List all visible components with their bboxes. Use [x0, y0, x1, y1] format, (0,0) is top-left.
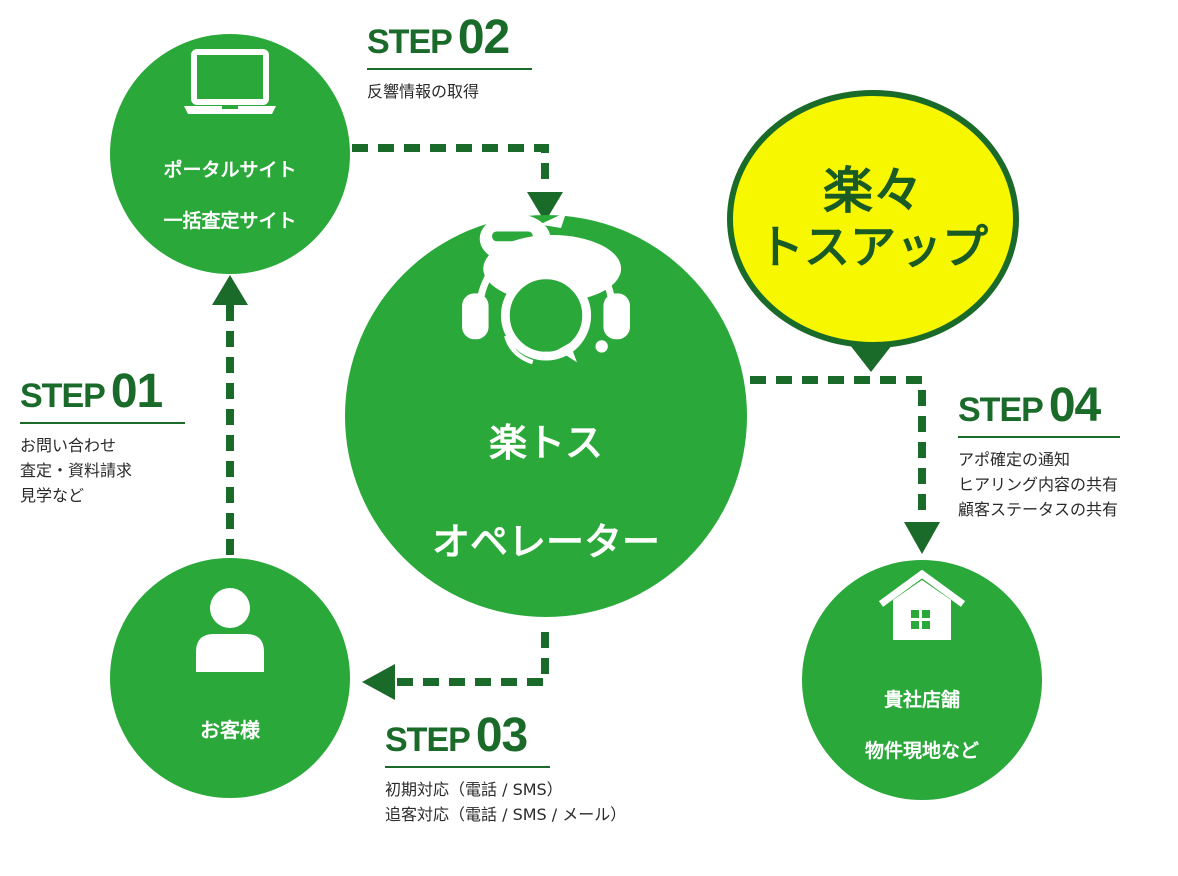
step-01-number: 01 [110, 365, 163, 418]
portal-label-line2: 一括査定サイト [163, 209, 297, 232]
step-02-word: STEP [367, 23, 453, 61]
laptop-icon [184, 48, 276, 114]
operator-node: 楽トス オペレーター [345, 212, 747, 617]
step-04: STEP 04 アポ確定の通知 ヒアリング内容の共有 顧客ステータスの共有 [958, 382, 1168, 522]
store-label-line2: 物件現地など [864, 739, 979, 762]
step-02-number: 02 [457, 11, 510, 64]
callout-tail [850, 345, 892, 372]
customer-node: お客様 [110, 558, 350, 798]
step-02-title: STEP 02 [367, 14, 532, 70]
store-node: 貴社店舗 物件現地など [802, 560, 1042, 800]
step-03-word: STEP [385, 721, 471, 759]
callout-bubble: 楽々 トスアップ [727, 90, 1019, 348]
step-02-description: 反響情報の取得 [367, 82, 480, 101]
house-icon [878, 569, 966, 640]
operator-label-line1: 楽トス [488, 421, 603, 466]
arrow-step02-line [352, 144, 549, 188]
step-04-number: 04 [1048, 379, 1101, 432]
ninja-headset-icon [462, 212, 630, 365]
customer-label: お客様 [200, 717, 260, 742]
step-03-number: 03 [475, 709, 528, 762]
step-01-title: STEP 01 [20, 368, 185, 424]
step-01-word: STEP [20, 377, 106, 415]
step-01: STEP 01 お問い合わせ 査定・資料請求 見学など [20, 368, 185, 508]
portal-label-line1: ポータルサイト [163, 158, 297, 181]
step-03-title: STEP 03 [385, 712, 550, 768]
arrow-step01-head [212, 275, 248, 305]
step-04-description: アポ確定の通知 ヒアリング内容の共有 顧客ステータスの共有 [958, 450, 1119, 519]
arrow-step03-line [395, 632, 549, 686]
store-label-line1: 貴社店舗 [883, 688, 960, 711]
step-03: STEP 03 初期対応（電話 / SMS） 追客対応（電話 / SMS / メ… [385, 712, 715, 828]
step-03-description: 初期対応（電話 / SMS） 追客対応（電話 / SMS / メール） [385, 780, 627, 824]
step-01-description: お問い合わせ 査定・資料請求 見学など [20, 436, 133, 505]
step-04-word: STEP [958, 391, 1044, 429]
arrow-step04-head [904, 522, 940, 554]
callout-line2: トスアップ [758, 220, 988, 275]
callout-line1: 楽々 [823, 161, 923, 220]
operator-label-line2: オペレーター [431, 520, 660, 565]
portal-site-node: ポータルサイト 一括査定サイト [110, 34, 350, 274]
arrow-step04-line [750, 376, 926, 520]
arrow-step03-head [362, 664, 395, 700]
arrow-step02-head [527, 192, 563, 222]
person-icon [196, 587, 264, 672]
step-04-title: STEP 04 [958, 382, 1120, 438]
step-02: STEP 02 反響情報の取得 [367, 14, 532, 105]
